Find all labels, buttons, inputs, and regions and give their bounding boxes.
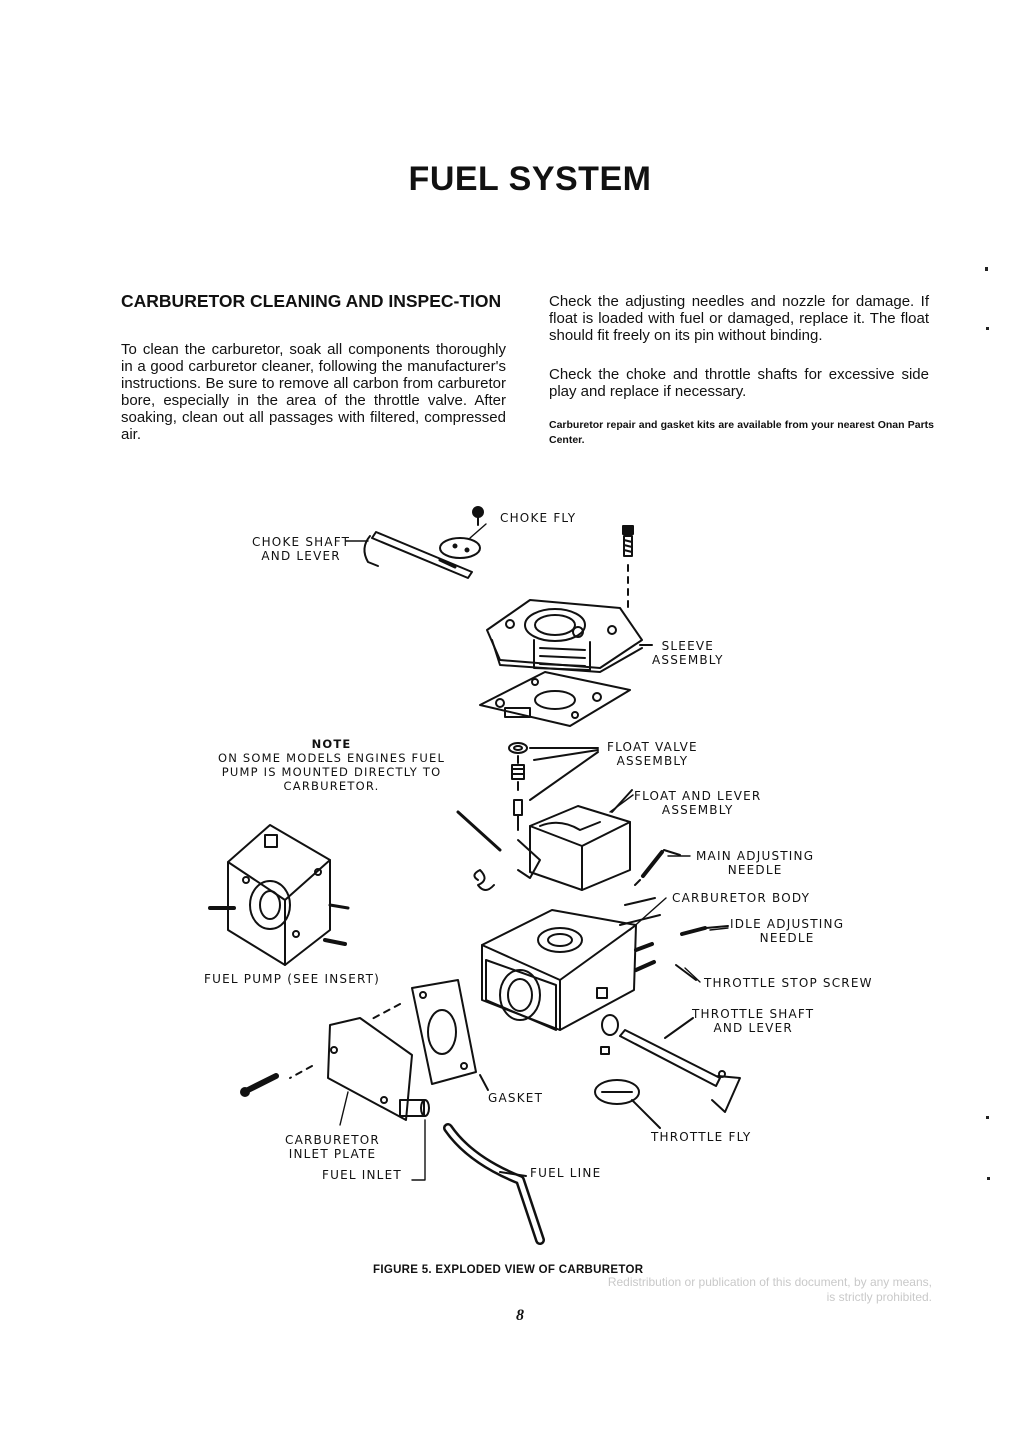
label-idle-needle-line2: NEEDLE — [759, 931, 815, 945]
float-lever-part — [517, 789, 633, 891]
main-needle-part — [634, 849, 681, 886]
label-sleeve-line2: ASSEMBLY — [652, 653, 724, 667]
redistribution-notice: Redistribution or publication of this do… — [607, 1275, 932, 1304]
leader-lines — [339, 523, 729, 1181]
inlet-plate-part — [289, 1017, 430, 1121]
figure-caption: FIGURE 5. EXPLODED VIEW OF CARBURETOR — [373, 1264, 644, 1276]
top-screw-part — [622, 525, 634, 613]
page-title: FUEL SYSTEM — [408, 160, 652, 198]
label-main-needle-line1: MAIN ADJUSTING — [696, 849, 815, 863]
label-carburetor-body: CARBURETOR BODY — [672, 891, 811, 905]
label-throttle-shaft: THROTTLE SHAFT AND LEVER — [692, 1007, 814, 1035]
label-sleeve-line1: SLEEVE — [661, 639, 715, 653]
choke-fly-part — [439, 506, 484, 559]
idle-needle-part — [634, 925, 729, 981]
label-float-lever-line2: ASSEMBLY — [661, 803, 734, 817]
fuel-line-part — [443, 1123, 545, 1245]
inlet-screw-part — [240, 1073, 279, 1097]
label-throttle-fly: THROTTLE FLY — [651, 1130, 752, 1144]
sleeve-assembly-part — [486, 599, 653, 673]
label-choke-shaft-line2: AND LEVER — [261, 549, 341, 563]
shafts-paragraph: Check the choke and throttle shafts for … — [549, 366, 929, 400]
label-idle-needle-line1: IDLE ADJUSTING — [730, 917, 845, 931]
note-block: NOTE ON SOME MODELS ENGINES FUEL PUMP IS… — [218, 737, 445, 793]
throttle-fly-part — [594, 1046, 661, 1129]
label-idle-needle: IDLE ADJUSTING NEEDLE — [730, 917, 844, 945]
label-throttle-stop-screw: THROTTLE STOP SCREW — [704, 976, 873, 990]
label-inlet-plate-line1: CARBURETOR — [285, 1133, 380, 1147]
label-fuel-inlet: FUEL INLET — [322, 1168, 402, 1182]
label-choke-shaft: CHOKE SHAFT AND LEVER — [252, 535, 350, 563]
label-main-needle: MAIN ADJUSTING NEEDLE — [696, 849, 814, 877]
choke-shaft-part — [363, 531, 473, 579]
label-gasket: GASKET — [488, 1091, 544, 1105]
carburetor-body-part — [481, 897, 661, 1031]
label-float-valve-line1: FLOAT VALVE — [607, 740, 698, 754]
section-heading: CARBURETOR CLEANING AND INSPEC-TION — [121, 291, 502, 311]
note-heading: NOTE — [311, 737, 352, 751]
label-float-valve: FLOAT VALVE ASSEMBLY — [607, 740, 698, 768]
scan-speck — [985, 267, 988, 271]
kits-paragraph: Carburetor repair and gasket kits are av… — [549, 419, 934, 446]
page-number: 8 — [516, 1307, 524, 1324]
clip-part — [473, 869, 495, 891]
scan-speck — [987, 1177, 990, 1180]
label-choke-shaft-line1: CHOKE SHAFT — [252, 535, 351, 549]
note-line-1: ON SOME MODELS ENGINES FUEL — [218, 751, 446, 765]
fuel-pump-part — [208, 824, 350, 966]
label-inlet-plate-line2: INLET PLATE — [288, 1147, 377, 1161]
label-throttle-shaft-line1: THROTTLE SHAFT — [692, 1007, 815, 1021]
float-pin-part — [456, 810, 502, 852]
label-sleeve-assembly: SLEEVE ASSEMBLY — [652, 639, 724, 667]
label-fuel-pump: FUEL PUMP (SEE INSERT) — [204, 972, 381, 986]
label-float-lever-line1: FLOAT AND LEVER — [634, 789, 762, 803]
cleaning-paragraph: To clean the carburetor, soak all compon… — [121, 341, 506, 443]
needles-paragraph: Check the adjusting needles and nozzle f… — [549, 293, 929, 344]
label-inlet-plate: CARBURETOR INLET PLATE — [285, 1133, 380, 1161]
lower-gasket-part — [369, 979, 489, 1091]
label-fuel-line: FUEL LINE — [530, 1166, 602, 1180]
float-valve-part — [508, 742, 599, 831]
label-main-needle-line2: NEEDLE — [727, 863, 783, 877]
label-float-valve-line2: ASSEMBLY — [616, 754, 689, 768]
note-line-3: CARBURETOR. — [283, 779, 380, 793]
label-throttle-shaft-line2: AND LEVER — [713, 1021, 793, 1035]
scan-speck — [986, 1116, 989, 1119]
note-line-2: PUMP IS MOUNTED DIRECTLY TO — [221, 765, 442, 779]
throttle-shaft-part — [601, 1014, 741, 1113]
upper-gasket-part — [479, 671, 631, 727]
scan-speck — [986, 327, 989, 330]
label-choke-fly: CHOKE FLY — [500, 511, 577, 525]
label-float-lever: FLOAT AND LEVER ASSEMBLY — [634, 789, 761, 817]
